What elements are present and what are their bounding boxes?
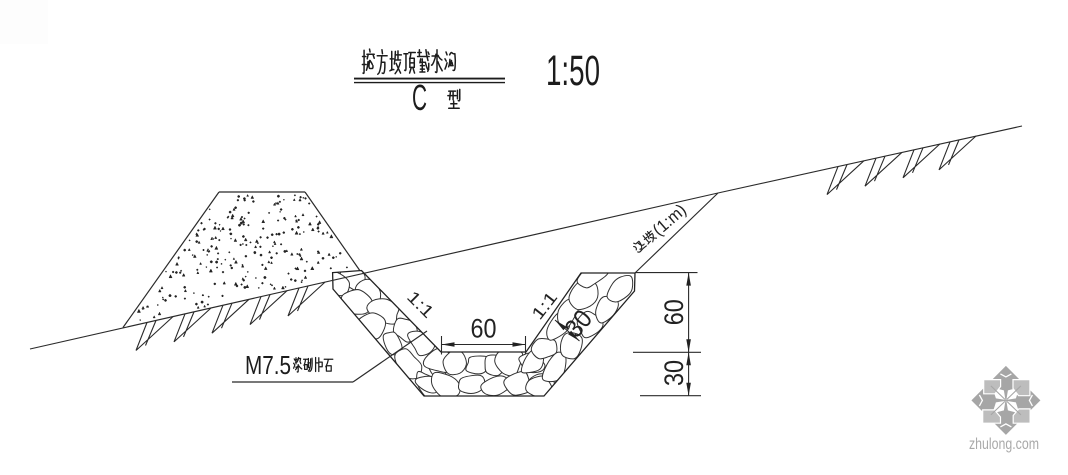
svg-text:C: C [412,77,427,118]
svg-text:60: 60 [471,314,497,344]
svg-text:zhulong.com: zhulong.com [969,436,1039,453]
svg-text:60: 60 [659,299,689,325]
svg-text:1:50: 1:50 [546,47,600,95]
svg-text:M7.5: M7.5 [245,350,291,380]
svg-text:30: 30 [659,360,689,386]
